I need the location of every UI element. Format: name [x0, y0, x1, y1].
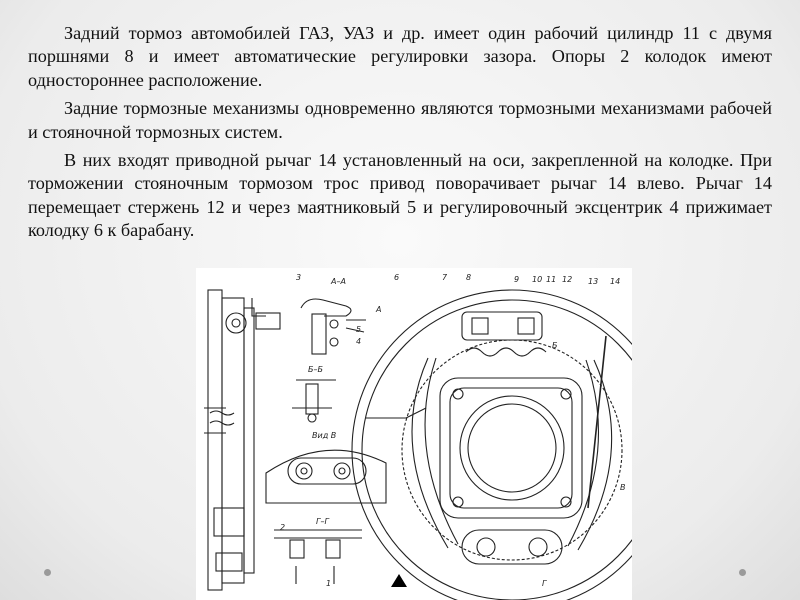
label-9: 9	[514, 275, 519, 284]
backing-plate-view	[351, 289, 632, 600]
part-labels: 3 А–А 4 5 Б–Б Вид В Г–Г 2 1 6 7 8 9 10 1…	[280, 273, 626, 588]
side-section-view	[204, 289, 281, 591]
paragraph-1: Задний тормоз автомобилей ГАЗ, УАЗ и др.…	[28, 23, 772, 90]
label-3: 3	[296, 273, 301, 282]
label-b-marker: Б	[552, 341, 558, 350]
bullet-left	[44, 569, 51, 576]
paragraph-2: Задние тормозные механизмы одновременно …	[28, 98, 772, 142]
label-section-g: Г–Г	[316, 517, 329, 526]
label-5: 5	[356, 325, 361, 334]
section-a-a	[300, 298, 366, 355]
label-8: 8	[466, 273, 471, 282]
paragraph-3: В них входят приводной рычаг 14 установл…	[28, 150, 772, 241]
label-7: 7	[442, 273, 448, 282]
label-10: 10	[532, 275, 542, 284]
label-section-a: А–А	[330, 277, 346, 286]
next-slide-arrow-icon[interactable]	[391, 574, 407, 587]
text-content: Задний тормоз автомобилей ГАЗ, УАЗ и др.…	[28, 22, 772, 248]
section-g-g	[274, 529, 362, 584]
label-11: 11	[546, 275, 556, 284]
brake-drawing-svg: 3 А–А 4 5 Б–Б Вид В Г–Г 2 1 6 7 8 9 10 1…	[204, 273, 632, 600]
label-view-v: Вид В	[312, 431, 336, 440]
label-1: 1	[326, 579, 331, 588]
brake-mechanism-drawing: 3 А–А 4 5 Б–Б Вид В Г–Г 2 1 6 7 8 9 10 1…	[196, 268, 632, 600]
label-a-marker: А	[375, 305, 381, 314]
label-v-marker: В	[620, 483, 626, 492]
bullet-right	[739, 569, 746, 576]
view-v	[265, 449, 387, 504]
label-g-marker: Г	[542, 579, 547, 588]
label-4: 4	[356, 337, 361, 346]
label-12: 12	[562, 275, 572, 284]
label-section-b: Б–Б	[308, 365, 323, 374]
label-2: 2	[280, 523, 285, 532]
label-14: 14	[610, 277, 620, 286]
label-6: 6	[394, 273, 399, 282]
section-b-b	[292, 379, 336, 423]
label-13: 13	[588, 277, 598, 286]
